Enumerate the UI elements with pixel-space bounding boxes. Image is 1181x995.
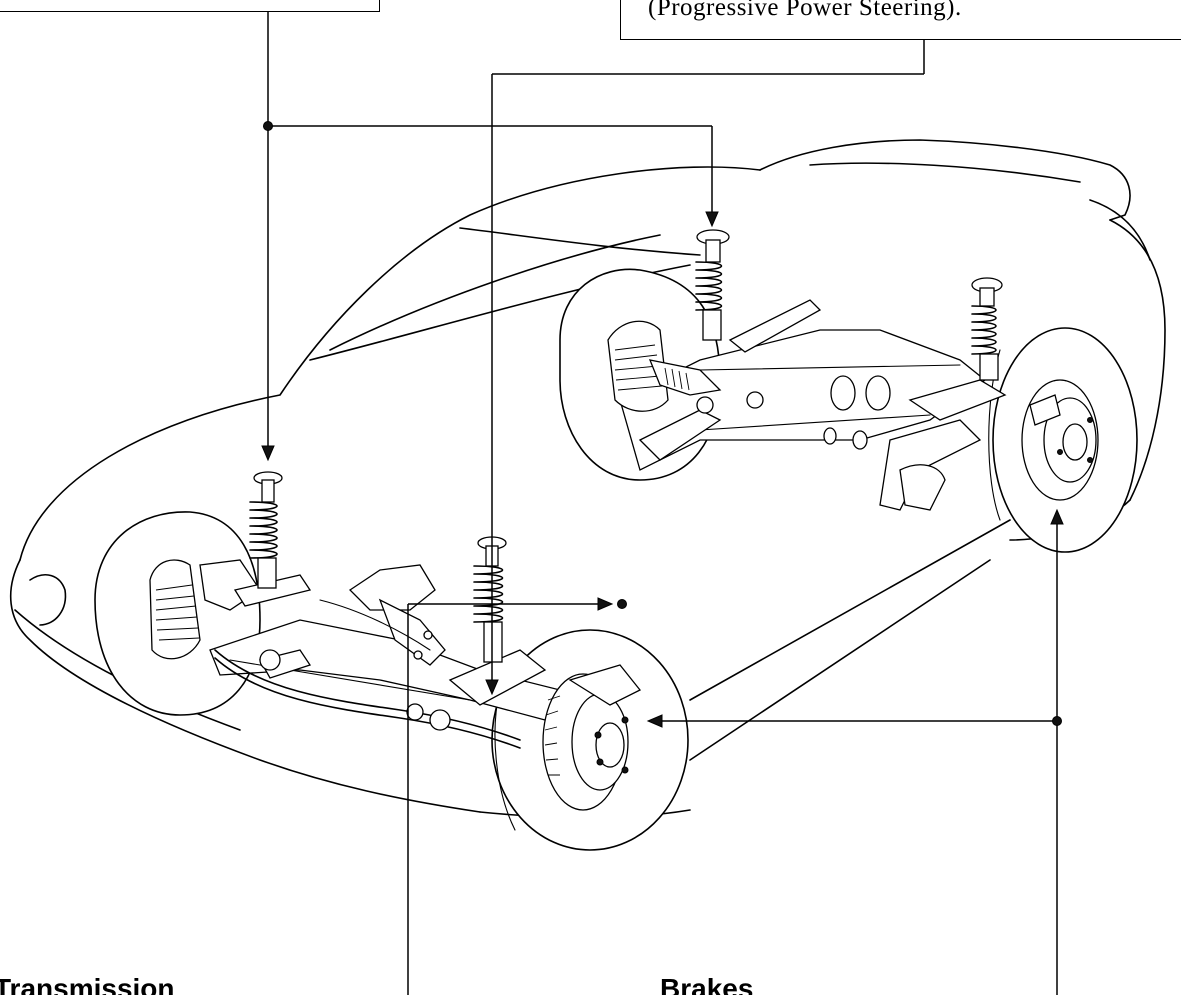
steering-callout-box — [620, 0, 1181, 40]
front-right-brake-disc — [542, 664, 642, 811]
rear-left-shock-absorber — [695, 229, 730, 341]
front-left-brake-disc — [149, 559, 312, 660]
front-subframe — [209, 564, 561, 749]
front-left-shock-absorber — [249, 471, 283, 589]
suspension-leader-lines — [261, 12, 719, 462]
brakes-heading: Brakes — [660, 973, 754, 995]
transmission-heading: Transmission — [0, 973, 175, 995]
suspension-callout-box — [0, 0, 380, 12]
rear-right-brake-disc — [1021, 379, 1099, 501]
car-body-outline — [9, 139, 1166, 819]
steering-callout-text: (Progressive Power Steering). — [648, 0, 962, 21]
rear-right-shock-absorber — [971, 277, 1003, 381]
brakes-leader-lines — [646, 508, 1064, 995]
steering-leader-lines — [485, 40, 925, 696]
transmission-leader-lines — [407, 597, 627, 995]
rear-subframe — [619, 299, 1007, 511]
rear-left-brake-disc — [607, 320, 722, 412]
front-right-shock-absorber — [473, 536, 507, 663]
